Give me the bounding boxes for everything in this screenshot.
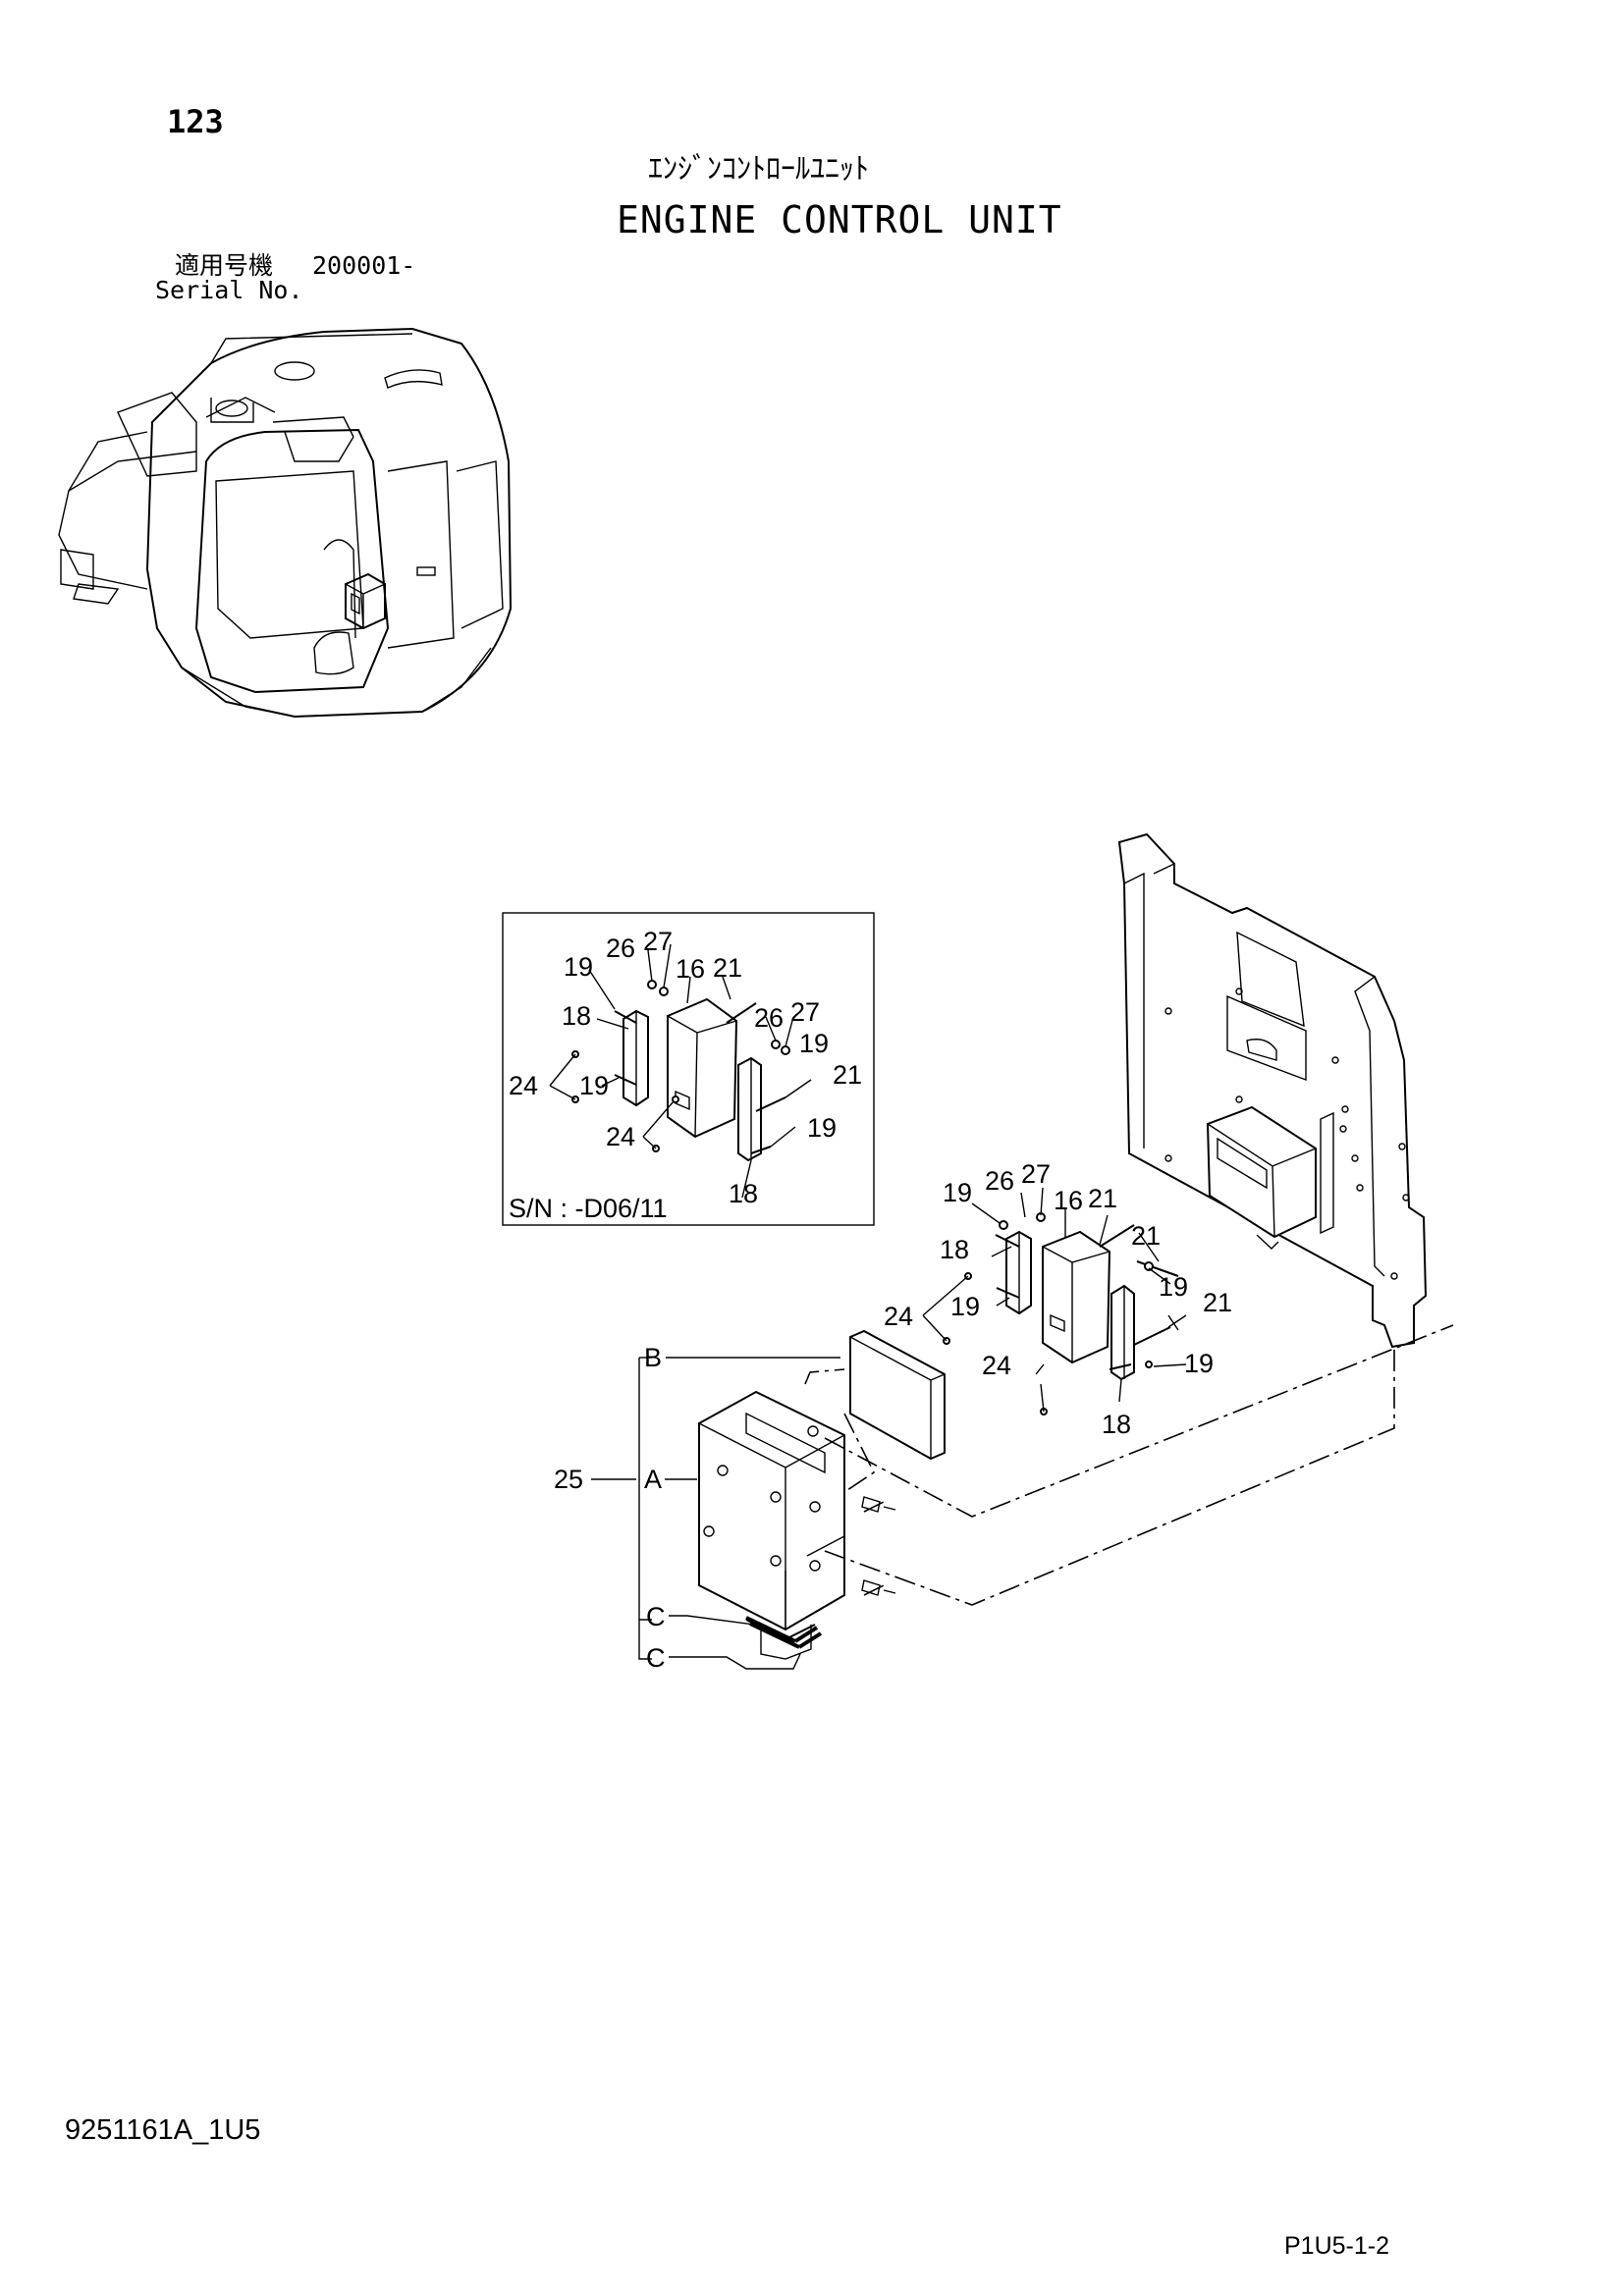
callout-19: 19	[579, 1071, 609, 1100]
callout-18: 18	[562, 1001, 591, 1031]
callout-21: 21	[1088, 1184, 1117, 1213]
serial-label-japanese: 適用号機	[175, 251, 274, 280]
callout-19: 19	[950, 1292, 980, 1321]
serial-value: 200001-	[312, 251, 416, 280]
callout-24: 24	[606, 1122, 635, 1151]
callout-18: 18	[1102, 1410, 1131, 1439]
callout-18: 18	[940, 1235, 969, 1264]
inset-detail-box: 19 26 27 16 21 18 26 27 19 21 24 19 24 1…	[502, 912, 875, 1226]
callout-21: 21	[1131, 1221, 1161, 1251]
callout-A: A	[644, 1465, 662, 1494]
callout-19: 19	[807, 1113, 837, 1143]
main-assembly: 19 26 27 16 21 18 21 24 19 19 21 24 19 1…	[554, 832, 1454, 1673]
callout-27: 27	[643, 927, 673, 956]
callout-19: 19	[1159, 1272, 1188, 1302]
callout-21: 21	[833, 1060, 862, 1090]
document-code: 9251161A_1U5	[65, 2114, 261, 2146]
callout-C: C	[646, 1643, 666, 1673]
callout-19: 19	[564, 952, 593, 982]
callout-18: 18	[729, 1179, 758, 1208]
excavator-location-illustration	[58, 327, 513, 719]
callout-25: 25	[554, 1465, 583, 1494]
callout-24: 24	[982, 1351, 1011, 1380]
callout-16: 16	[676, 954, 705, 984]
inset-serial-note: S/N : -D06/11	[509, 1194, 668, 1223]
callout-19: 19	[1184, 1349, 1214, 1378]
page-code: P1U5-1-2	[1284, 2232, 1389, 2260]
page-number: 123	[167, 103, 224, 140]
serial-label-english: Serial No.	[155, 276, 303, 304]
callout-24: 24	[884, 1302, 913, 1331]
callout-24: 24	[509, 1071, 538, 1100]
callout-21: 21	[713, 953, 742, 983]
main-callouts: 19 26 27 16 21 18 21 24 19 19 21 24 19 1…	[554, 1159, 1232, 1673]
callout-19: 19	[943, 1178, 972, 1207]
callout-27: 27	[1021, 1159, 1051, 1189]
callout-26: 26	[985, 1166, 1014, 1196]
callout-26: 26	[754, 1003, 784, 1033]
callout-C: C	[646, 1602, 666, 1631]
callout-26: 26	[606, 934, 635, 963]
callout-B: B	[644, 1343, 662, 1372]
ecu-location-marker	[345, 572, 386, 630]
title-japanese: ｴﾝｼﾞﾝｺﾝﾄﾛｰﾙﾕﾆｯﾄ	[648, 152, 869, 187]
title-english: ENGINE CONTROL UNIT	[617, 198, 1062, 241]
callout-21: 21	[1203, 1288, 1232, 1317]
callout-16: 16	[1054, 1186, 1083, 1215]
callout-19: 19	[799, 1029, 829, 1058]
inset-callouts: 19 26 27 16 21 18 26 27 19 21 24 19 24 1…	[509, 927, 862, 1208]
callout-27: 27	[790, 997, 820, 1027]
